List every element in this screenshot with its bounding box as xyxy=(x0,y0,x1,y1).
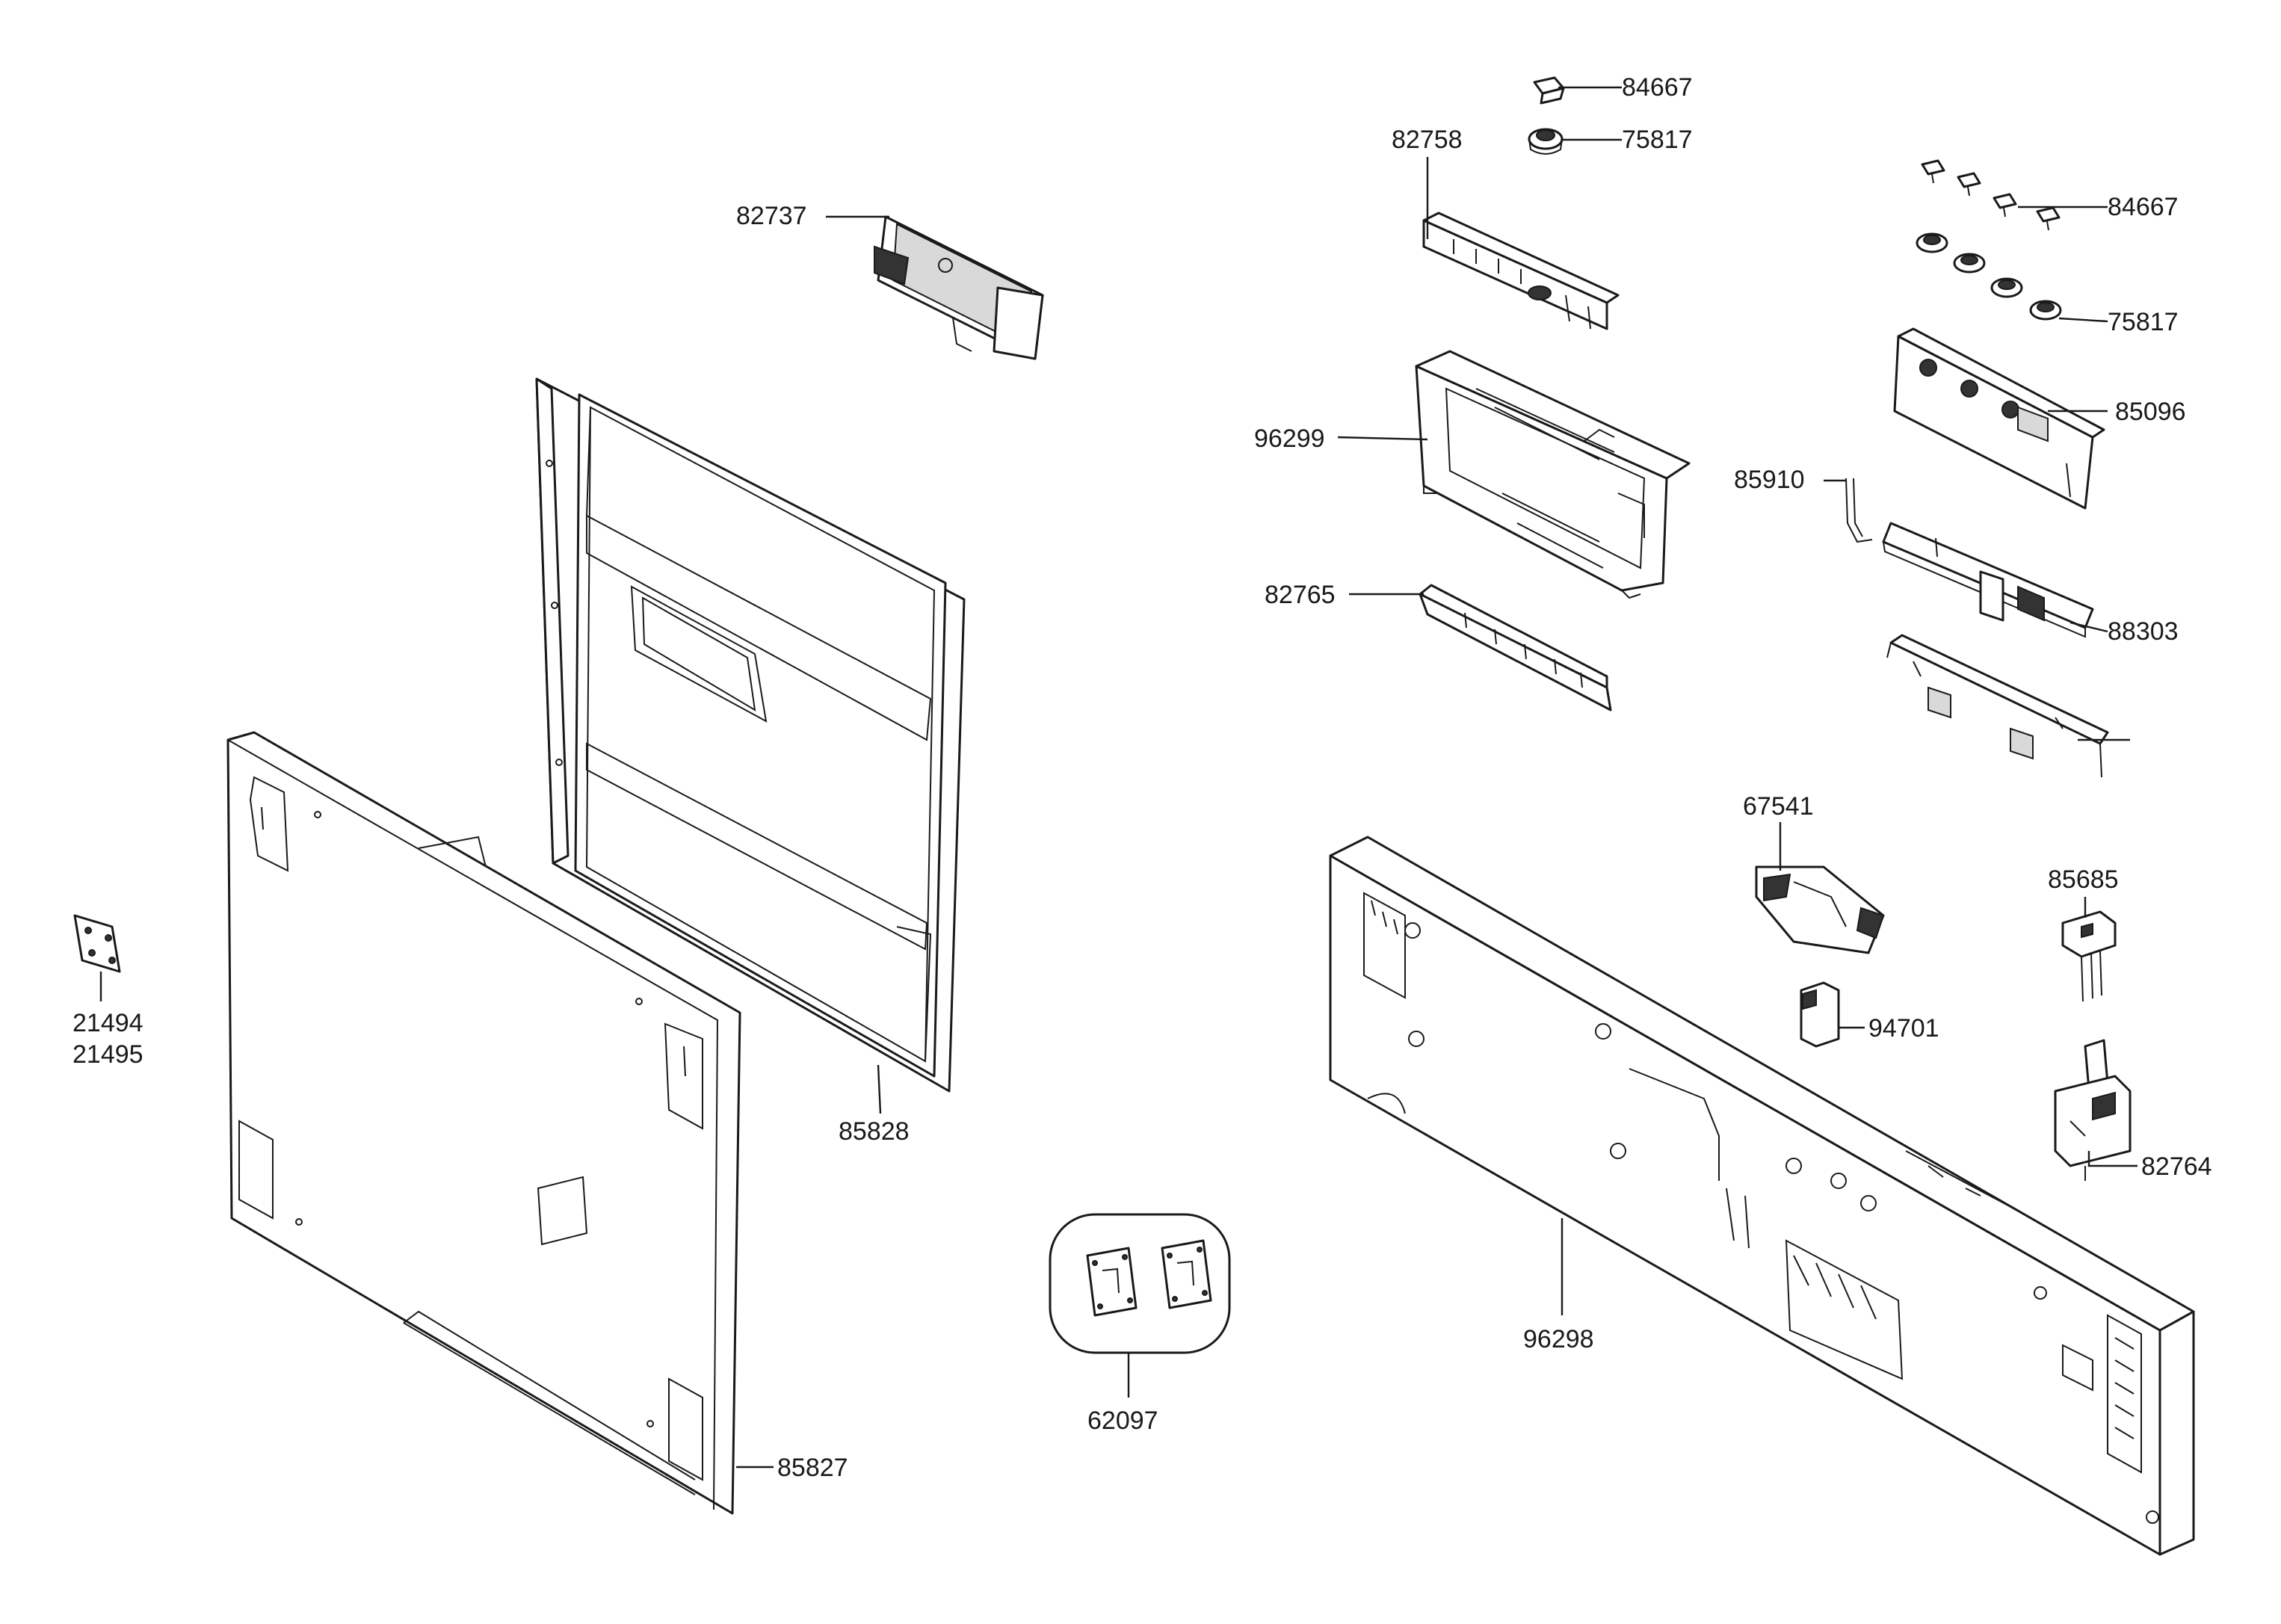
button-block-drawing xyxy=(1893,327,2105,510)
part-label-94701: 94701 xyxy=(1868,1014,1939,1043)
part-label-75817-top: 75817 xyxy=(1622,126,1693,154)
part-label-85096: 85096 xyxy=(2115,398,2186,426)
part-label-82758: 82758 xyxy=(1392,126,1463,154)
part-label-96298: 96298 xyxy=(1523,1325,1594,1353)
part-label-82764: 82764 xyxy=(2141,1152,2212,1181)
dispenser-switch-drawing xyxy=(1755,865,1885,954)
door-lock-drawing xyxy=(874,215,1044,360)
part-label-21495: 21495 xyxy=(72,1040,143,1069)
part-label-67541: 67541 xyxy=(1743,792,1814,821)
inner-door-frame-drawing xyxy=(535,377,966,1093)
hinge-plates-kit-drawing xyxy=(1049,1213,1231,1354)
circuit-board-drawing xyxy=(1882,522,2094,638)
part-label-88303: 88303 xyxy=(2108,617,2179,646)
part-label-82737: 82737 xyxy=(736,202,807,230)
sensor-drawing xyxy=(1800,981,1840,1048)
part-label-84667-top: 84667 xyxy=(1622,73,1693,102)
part-label-82765: 82765 xyxy=(1265,581,1336,609)
light-pipe-drawing xyxy=(1845,478,1873,543)
support-bracket-drawing xyxy=(1886,634,2109,778)
control-panel-drawing xyxy=(1329,836,2195,1556)
knob-drawing xyxy=(1528,128,1564,155)
switch-drawing xyxy=(2061,910,2117,1002)
part-label-85910: 85910 xyxy=(1734,466,1805,494)
leader-lines xyxy=(99,86,2138,1469)
part-label-75817-right: 75817 xyxy=(2108,308,2179,336)
part-label-85828: 85828 xyxy=(839,1117,910,1146)
rail-drawing xyxy=(1419,584,1612,711)
part-label-62097: 62097 xyxy=(1087,1407,1158,1435)
knobs-group-drawing xyxy=(1916,232,2062,321)
button-cap-drawing xyxy=(1533,76,1565,105)
part-label-85827: 85827 xyxy=(777,1454,848,1482)
module-housing-drawing xyxy=(1415,350,1691,599)
button-caps-group-drawing xyxy=(1921,159,2061,231)
part-label-85685: 85685 xyxy=(2048,865,2119,894)
part-label-84667-right: 84667 xyxy=(2108,193,2179,221)
button-holder-drawing xyxy=(1422,212,1620,330)
part-labels: 84667 75817 82758 82737 84667 75817 8509… xyxy=(72,73,2212,1482)
outer-door-panel-drawing xyxy=(226,731,741,1515)
part-label-96299: 96299 xyxy=(1254,424,1325,453)
main-switch-drawing xyxy=(2054,1039,2132,1181)
part-label-21494: 21494 xyxy=(72,1009,143,1037)
hinge-plate-drawing xyxy=(73,914,121,973)
